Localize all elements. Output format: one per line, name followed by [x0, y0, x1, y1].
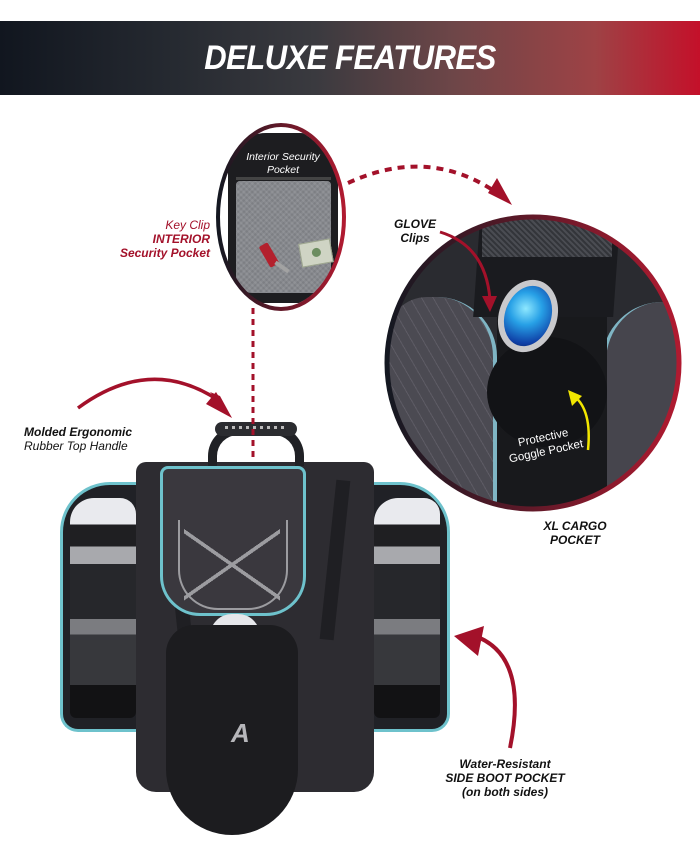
ski-boot-left	[70, 498, 136, 718]
header-banner: DELUXE FEATURES	[0, 21, 700, 95]
boot-pocket-arrow	[479, 636, 517, 749]
security-pocket-inset: Interior Security Pocket	[218, 127, 343, 307]
side-boot-pocket-label: Water-Resistant SIDE BOOT POCKET (on bot…	[445, 757, 565, 799]
boot-bag-photo: A	[60, 420, 450, 840]
cash-bills	[298, 238, 334, 268]
ski-boot-right	[374, 498, 440, 718]
flap-mesh	[482, 217, 612, 257]
arrowhead-icon	[488, 178, 512, 205]
key	[274, 260, 290, 274]
bag-side-right	[602, 302, 679, 509]
brand-logo: A	[231, 718, 250, 748]
bungee-cross	[184, 524, 280, 604]
bungee-cord	[178, 520, 288, 610]
boot-pocket-arrowhead-icon	[454, 626, 484, 656]
inset-title: Interior Security Pocket	[246, 151, 320, 176]
glove-clips-label: GLOVE Clips	[393, 217, 436, 245]
handle-arrowhead-icon	[210, 392, 232, 418]
handle-arrow	[76, 377, 219, 410]
xl-cargo-label: XL CARGO POCKET	[543, 519, 607, 547]
handle-grip	[215, 422, 297, 436]
mesh-panel	[236, 181, 334, 293]
page-title: DELUXE FEATURES	[204, 38, 496, 77]
top-handle-label: Molded Ergonomic Rubber Top Handle	[24, 425, 132, 453]
zipper	[236, 177, 331, 180]
pocket-photo: Interior Security Pocket	[228, 133, 338, 303]
security-pocket-label: Key Clip INTERIOR Security Pocket	[119, 218, 210, 260]
dotted-connector-arc	[347, 164, 502, 197]
helmet-net-pocket	[166, 625, 298, 835]
